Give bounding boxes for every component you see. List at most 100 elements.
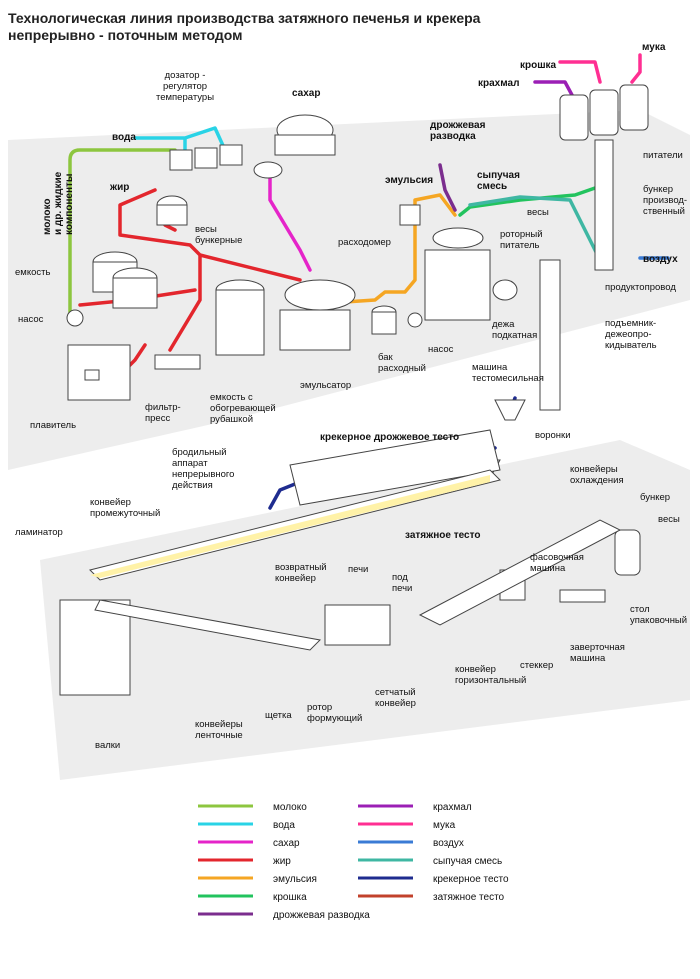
legend-label: крахмал — [433, 802, 472, 813]
label-bunker-r: бункер — [640, 492, 670, 503]
label-scales-top: весы — [527, 207, 549, 218]
cart — [492, 279, 518, 301]
legend-label: жир — [273, 856, 291, 867]
label-brush: щетка — [265, 710, 292, 721]
label-pump-left: насос — [18, 314, 44, 325]
sugar-pipe — [268, 176, 312, 272]
legend-label: вода — [273, 820, 295, 831]
flour-pipe — [558, 53, 642, 84]
legend-label: мука — [433, 820, 456, 831]
legend-label: дрожжевая разводка — [273, 910, 370, 921]
legend-label: крошка — [273, 892, 307, 903]
label-flour-in: мука — [642, 42, 666, 53]
label-rollers: валки — [95, 740, 120, 751]
legend-label: воздух — [433, 838, 464, 849]
mixer-top — [432, 227, 484, 249]
label-product-pipe: продуктопровод — [605, 282, 676, 293]
dosator-unit-3 — [219, 144, 243, 166]
crumb-pipe — [458, 186, 597, 217]
label-melter: плавитель — [30, 420, 76, 431]
label-fat-in: жир — [109, 182, 129, 193]
label-emulsifier: эмульсатор — [300, 380, 351, 391]
label-milk-in: молокои др. жидкиекомпоненты — [42, 171, 75, 235]
label-crumb-in: крошка — [520, 60, 557, 71]
label-scales-r: весы — [658, 514, 680, 525]
sugar-scale — [253, 161, 283, 179]
dough-sheet — [90, 475, 490, 578]
silo-2 — [589, 89, 619, 136]
dry-mix-pipe — [468, 195, 602, 262]
water-pipe — [133, 126, 227, 157]
funnel-1 — [494, 399, 526, 421]
page-title: Технологическая линия производства затяж… — [8, 10, 481, 43]
emulsifier-base — [279, 309, 351, 351]
label-sugar-in: сахар — [292, 88, 320, 99]
packing-table — [559, 589, 606, 603]
legend-label: эмульсия — [273, 874, 317, 885]
label-flowmeter: расходомер — [338, 237, 391, 248]
label-funnels: воронки — [535, 430, 571, 441]
legend-label: затяжное тесто — [433, 892, 505, 903]
oven — [324, 604, 391, 646]
emulsifier-drum — [284, 279, 356, 311]
label-filter-press: фильтр-пресс — [145, 402, 181, 424]
dosator-unit-2 — [194, 147, 218, 169]
label-laminator: ламинатор — [15, 527, 63, 538]
heated-tank-body — [215, 289, 265, 356]
bunker-shaft — [594, 139, 614, 271]
legend-label: сахар — [273, 838, 300, 849]
supply-tank-body — [371, 311, 397, 335]
legend-label: крекерное тесто — [433, 874, 509, 885]
lifter — [539, 259, 561, 411]
label-tight-dough-lbl: затяжное тесто — [405, 530, 480, 541]
label-feeders: питатели — [643, 150, 683, 161]
emulsion-pipe — [328, 193, 457, 304]
label-stacker: стеккер — [520, 660, 553, 671]
label-lifter: подъемник-дежеопро-кидыватель — [605, 318, 657, 351]
pump-left — [66, 309, 84, 327]
fermenter — [289, 429, 501, 506]
dosator-unit-1 — [169, 149, 193, 171]
pump-mid — [407, 312, 423, 328]
label-emulsion-in: эмульсия — [385, 175, 433, 186]
fat-scale-body — [156, 204, 188, 226]
milk-pipe — [68, 148, 177, 317]
label-pump-mid: насос — [428, 344, 454, 355]
container-2-body — [112, 277, 158, 309]
yeast-pipe — [438, 163, 457, 212]
mixer-body — [424, 249, 491, 321]
laminator — [59, 599, 131, 696]
return-conveyor — [94, 599, 322, 651]
starch-pipe — [533, 80, 574, 97]
bunker-right — [614, 529, 641, 576]
label-container: емкость — [15, 267, 50, 278]
cooling-conveyor — [418, 519, 622, 626]
label-ovens: печи — [348, 564, 368, 575]
flowmeter-box — [399, 204, 421, 226]
label-air-in: воздух — [643, 254, 678, 265]
melter-panel — [84, 369, 100, 381]
legend-label: сыпучая смесь — [433, 856, 502, 867]
sugar-table — [274, 134, 336, 156]
label-starch-in: крахмал — [478, 78, 519, 89]
